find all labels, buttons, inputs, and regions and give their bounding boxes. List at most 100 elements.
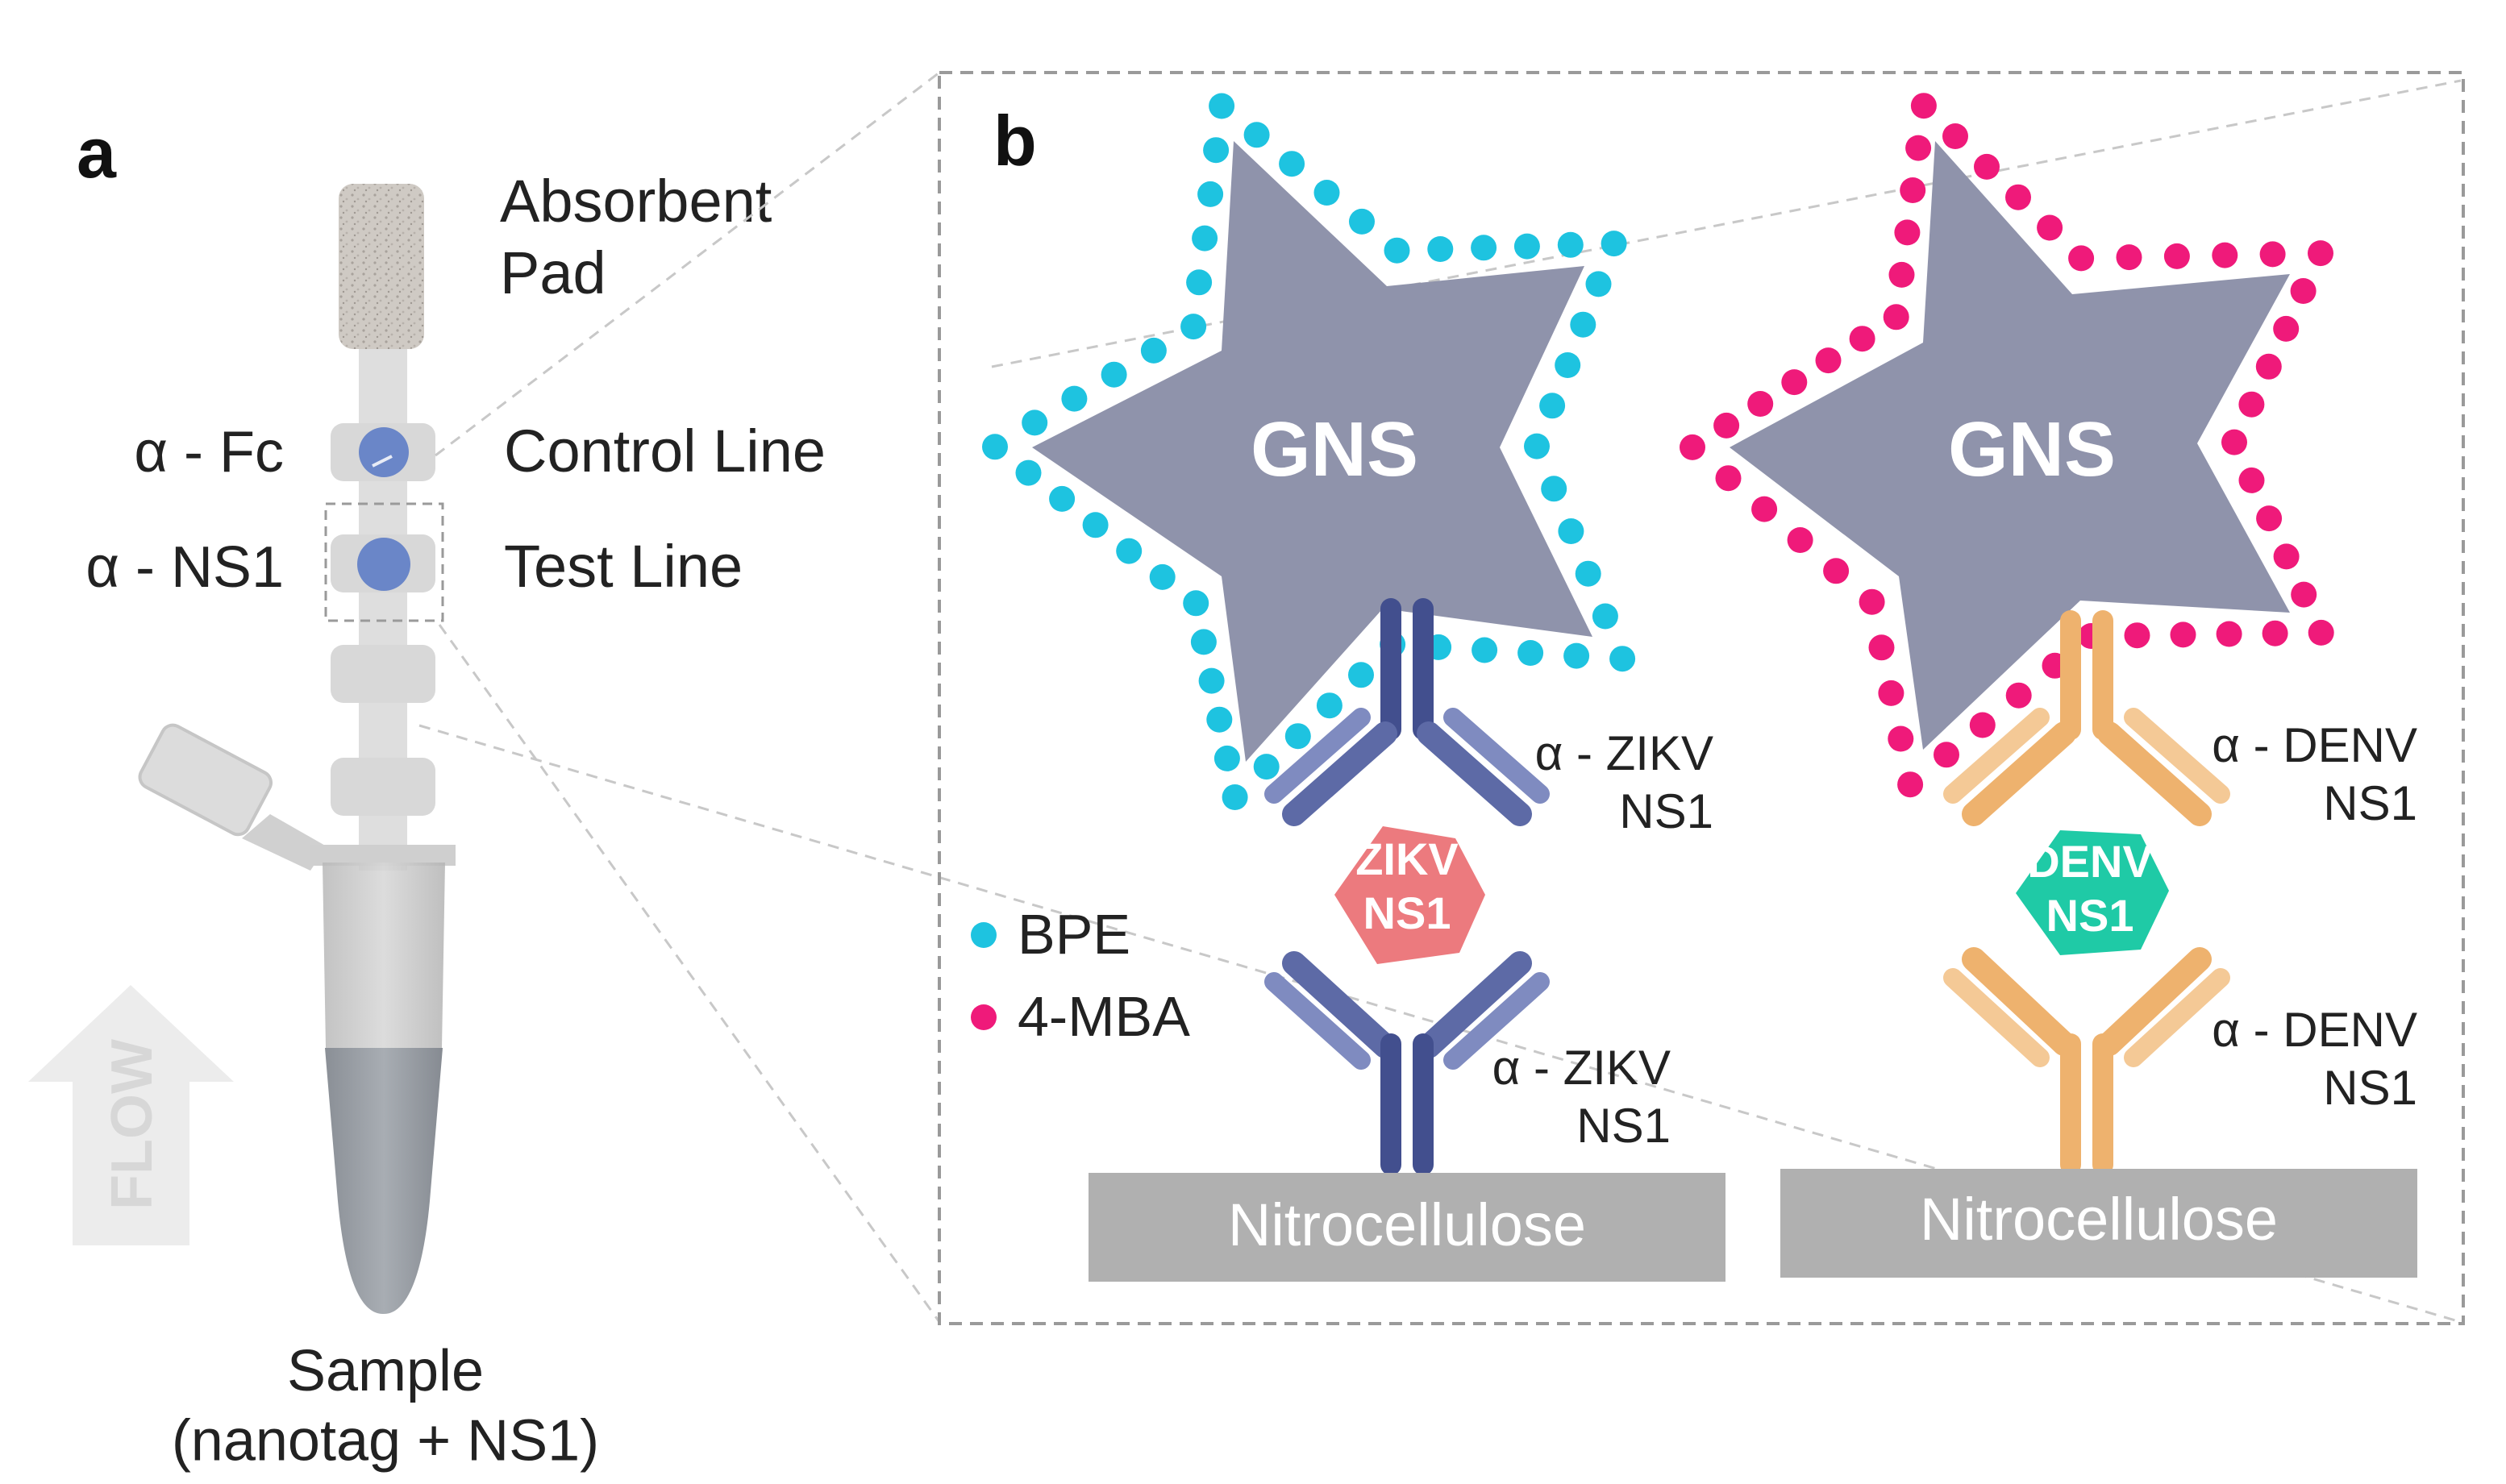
reporter-dot: [2308, 240, 2333, 267]
reporter-dot: [2124, 622, 2150, 649]
reporter-dot: [1942, 123, 1968, 149]
reporter-dot: [1539, 393, 1566, 419]
denv-antibody-top: [1943, 610, 2230, 826]
gns-star-right: [1730, 141, 2290, 750]
reporter-dot: [1815, 347, 1842, 374]
lateral-flow-strip: [324, 184, 444, 871]
reporter-dot: [2216, 621, 2242, 647]
reporter-dot: [1253, 754, 1280, 780]
sample-tube: [138, 723, 456, 1314]
reporter-dot: [1082, 512, 1109, 538]
denv-antigen: [2016, 830, 2169, 955]
reporter-dot: [1900, 177, 1926, 203]
reporter-dot: [1601, 231, 1627, 257]
reporter-dot: [1888, 725, 1914, 752]
reporter-dot: [1213, 745, 1240, 771]
reporter-dot: [1206, 706, 1233, 733]
reporter-dot: [1897, 771, 1924, 798]
nitrocellulose-left-label: Nitrocellulose: [1228, 1191, 1586, 1258]
nitrocellulose-right-label: Nitrocellulose: [1920, 1186, 2278, 1253]
reporter-dot: [1609, 646, 1636, 672]
legend: BPE 4-MBA: [971, 903, 1190, 1048]
reporter-dot: [2256, 505, 2283, 532]
reporter-dot: [2238, 467, 2265, 493]
panel-b-frame: [938, 71, 2465, 1325]
reporter-dot: [1472, 637, 1498, 663]
reporter-dot: [1513, 233, 1540, 260]
reporter-dot: [2290, 278, 2317, 304]
reporter-dot: [2291, 581, 2317, 608]
reporter-dot: [1517, 640, 1544, 666]
reporter-dot: [1713, 412, 1740, 439]
control-line-dot: [359, 427, 409, 477]
panel-a-label: a: [77, 113, 117, 193]
reporter-dot: [1868, 634, 1895, 661]
reporter-dot: [1186, 269, 1213, 296]
reporter-dot: [1279, 151, 1305, 177]
reporter-dot: [1558, 518, 1584, 544]
reporter-dot: [1190, 629, 1217, 655]
reporter-dot: [2116, 244, 2142, 271]
absorbent-pad: [339, 184, 424, 349]
reporter-dot: [1747, 391, 1774, 417]
panel-b-label: b: [993, 101, 1037, 181]
legend-item-bpe: BPE: [971, 903, 1130, 966]
reporter-dot: [1905, 135, 1932, 161]
reporter-dot: [1101, 361, 1127, 388]
test-line-box: [324, 502, 444, 622]
reporter-dot: [2238, 391, 2265, 418]
zikv-antibody-top: [1264, 598, 1550, 826]
reporter-dot: [982, 434, 1008, 460]
reporter-dot: [2221, 429, 2247, 455]
reporter-dot: [1934, 742, 1959, 768]
test-line-label: Test Line: [504, 533, 743, 600]
reporter-dot: [1209, 93, 1235, 119]
reporter-dot: [1969, 712, 1996, 738]
reporter-dot: [1524, 433, 1550, 459]
conjugate-pad-4: [331, 758, 435, 816]
reporter-dot: [1592, 603, 1618, 630]
reporter-dot: [1116, 538, 1143, 564]
gns-star-left: [1032, 141, 1592, 762]
reporter-dot: [1787, 527, 1813, 553]
zoom-lines: [418, 71, 2462, 1324]
reporter-dot: [1427, 236, 1454, 262]
nitrocellulose-left: [1089, 1173, 1725, 1282]
mba-dots: [1680, 93, 2334, 798]
reporter-dot: [1878, 680, 1904, 706]
nitrocellulose-right: [1780, 1169, 2417, 1278]
reporter-dot: [2005, 184, 2031, 210]
reporter-dot: [1183, 590, 1209, 617]
gns-label-right: GNS: [1948, 406, 2116, 493]
reporter-dot: [1751, 496, 1778, 522]
reporter-dot: [1203, 137, 1230, 164]
reporter-dot: [1541, 476, 1567, 502]
reporter-dot: [2163, 243, 2190, 269]
reporter-dot: [1192, 225, 1218, 251]
reporter-dot: [2005, 682, 2032, 709]
reporter-dot: [1316, 692, 1342, 719]
reporter-dot: [1883, 304, 1909, 330]
denv-antibody-bottom: [1943, 947, 2230, 1175]
reporter-dot: [2308, 619, 2334, 646]
alpha-fc-label: α - Fc: [134, 420, 284, 484]
reporter-dot: [1284, 723, 1311, 750]
alpha-ns1-label: α - NS1: [85, 535, 284, 600]
reporter-dot: [2259, 241, 2286, 268]
reporter-dot: [1140, 337, 1167, 364]
reporter-dot: [1384, 237, 1410, 264]
conjugate-pad-3: [331, 645, 435, 703]
reporter-dot: [1313, 180, 1340, 206]
legend-4mba-label: 4-MBA: [1018, 985, 1190, 1048]
reporter-dot: [1849, 326, 1875, 352]
flow-label: FLOW: [100, 1039, 164, 1210]
reporter-dot: [1570, 311, 1596, 338]
